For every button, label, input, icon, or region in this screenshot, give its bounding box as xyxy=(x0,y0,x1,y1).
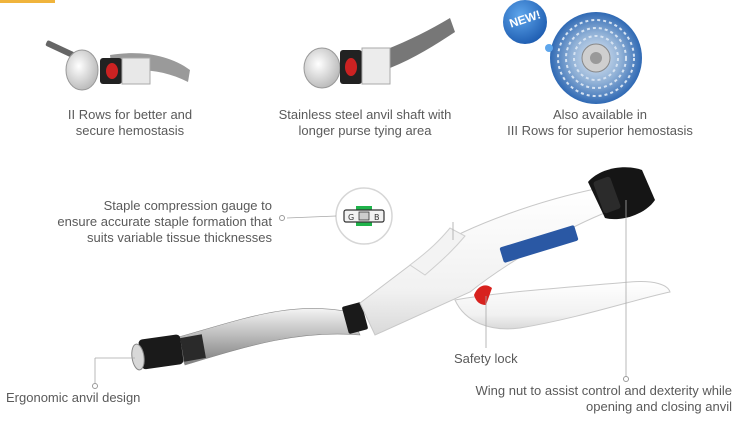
feature-caption-1: II Rows for better and secure hemostasis xyxy=(45,107,215,139)
feature-2-line2: longer purse tying area xyxy=(298,123,432,138)
wing-nut-line1: Wing nut to assist control and dexterity… xyxy=(475,383,732,398)
feature-3-line1: Also available in xyxy=(553,107,647,122)
svg-text:G: G xyxy=(348,213,354,222)
feature-2-line1: Stainless steel anvil shaft with xyxy=(278,107,452,122)
anvil-callout-dot xyxy=(92,383,98,389)
gauge-callout-line3: suits variable tissue thicknesses xyxy=(87,230,272,245)
wing-nut-callout: Wing nut to assist control and dexterity… xyxy=(440,383,732,415)
new-badge-icon xyxy=(501,0,549,46)
anvil-design-label: Ergonomic anvil design xyxy=(6,390,141,405)
safety-lock-label: Safety lock xyxy=(454,351,518,366)
accent-bar xyxy=(0,0,55,3)
feature-caption-2: Stainless steel anvil shaft with longer … xyxy=(270,107,460,139)
feature-caption-3: Also available in III Rows for superior … xyxy=(495,107,705,139)
svg-text:B: B xyxy=(374,213,380,222)
stapler-device xyxy=(131,167,671,371)
gauge-callout-line2: ensure accurate staple formation that xyxy=(57,214,272,229)
anvil-two-rows-image xyxy=(45,40,190,91)
gauge-icon: G B xyxy=(335,187,393,245)
gauge-callout-dot xyxy=(279,215,285,221)
feature-1-line2: secure hemostasis xyxy=(75,123,185,138)
wing-nut-callout-dot xyxy=(623,376,629,382)
wing-nut-line2: opening and closing anvil xyxy=(586,399,732,414)
gauge-callout: Staple compression gauge to ensure accur… xyxy=(40,198,272,246)
gauge-leader-line xyxy=(286,215,337,219)
anvil-three-rows-image xyxy=(545,12,642,104)
feature-3-line2: III Rows for superior hemostasis xyxy=(507,123,693,138)
feature-1-line1: II Rows for better and xyxy=(67,107,193,122)
gauge-callout-line1: Staple compression gauge to xyxy=(103,198,272,213)
anvil-shaft-image xyxy=(303,18,455,89)
